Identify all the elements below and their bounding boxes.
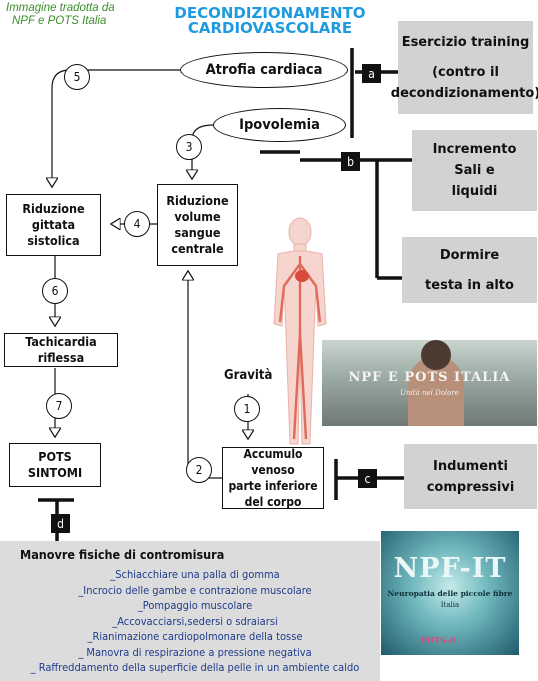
node-riduzione-volume: Riduzione volume sangue centrale [157,184,238,266]
npf-pots-italia-photo: NPF E POTS ITALIA Unità nel Dolore [322,340,537,426]
logo-subtitle-1: Neuropatia delle piccole fibre [387,589,513,598]
intervention-dormire: Dormire testa in alto [402,237,537,303]
node-ipovolemia-label: Ipovolemia [239,117,320,133]
step-3-marker: 3 [176,134,202,160]
tachicardia-label: Tachicardia riflessa [25,334,97,365]
volume-line-3: sangue [174,225,221,240]
intervention-indumenti: Indumenti compressivi [404,444,537,509]
step-5-marker: 5 [64,64,90,90]
photo-figure-head [421,340,451,370]
photo-subtitle: Unità nel Dolore [400,389,459,397]
node-pots-sintomi: POTS SINTOMI [9,443,101,487]
gittata-line-3: sistolica [27,233,80,248]
intervention-esercizio: Esercizio training (contro il decondizio… [391,21,538,114]
title-line-1: DECONDIZIONAMENTO [174,4,366,22]
marker-b: b [341,152,360,171]
node-atrofia-cardiaca: Atrofia cardiaca [180,52,348,88]
dormire-line-2: testa in alto [425,277,514,293]
pots-line-1: POTS [38,449,72,464]
countermeasure-item: _Incrocio delle gambe e contrazione musc… [78,583,312,597]
marker-c: c [358,469,377,488]
countermeasure-item: _Rianimazione cardiopolmonare della toss… [87,630,303,643]
countermeasures-heading: Manovre fisiche di contromisura [20,547,225,562]
volume-line-1: Riduzione [166,193,229,208]
accumulo-line-2: parte inferiore [228,479,318,493]
step-7-marker: 7 [46,393,72,419]
countermeasure-item: _Accovacciarsi,sedersi o sdraiarsi [112,614,278,628]
indumenti-line-1: Indumenti [433,458,508,474]
logo-subtitle-2: Italia [440,601,460,609]
step-6-marker: 6 [42,278,68,304]
image-credit: Immagine tradotta da NPF e POTS Italia [6,2,115,28]
photo-title: NPF E POTS ITALIA [348,370,511,385]
gravity-label: Gravità [224,368,273,383]
intervention-sali-liquidi: Incremento Sali e liquidi [412,130,537,211]
countermeasure-item: _ Manovra di respirazione a pressione ne… [78,645,312,659]
title-line-2: CARDIOVASCOLARE [187,19,353,37]
arrow-2 [188,272,222,479]
credit-line-1: Immagine tradotta da [6,2,115,14]
npf-it-logo: NPF-IT Neuropatia delle piccole fibre It… [381,531,519,655]
step-4-marker: 4 [124,211,150,237]
countermeasures-panel: Manovre fisiche di contromisura _Schiacc… [0,541,380,681]
node-ipovolemia: Ipovolemia [213,108,346,142]
marker-a: a [362,64,381,83]
marker-d: d [51,514,70,533]
node-riduzione-gittata: Riduzione gittata sistolica [6,194,101,256]
credit-line-2: NPF e POTS Italia [12,15,107,27]
diagram-title: DECONDIZIONAMENTO CARDIOVASCOLARE [160,6,380,36]
esercizio-line-3: decondizionamento) [390,85,538,101]
step-1-marker: 1 [234,396,260,422]
esercizio-line-2: (contro il [432,64,499,80]
volume-line-4: centrale [171,241,224,256]
accumulo-line-3: del corpo [244,495,302,509]
sali-line-2: Sali e [454,163,495,178]
sali-line-3: liquidi [451,184,498,199]
indumenti-line-2: compressivi [426,479,515,495]
countermeasure-item: _Schiacchiare una palla di gomma [110,568,280,581]
logo-tag: POTS-it [421,635,457,645]
step-2-marker: 2 [186,457,212,483]
dormire-line-1: Dormire [439,247,500,263]
gittata-line-2: gittata [31,217,76,232]
volume-line-2: volume [174,209,221,224]
logo-title: NPF-IT [393,553,507,584]
node-accumulo-venoso: Accumulo venoso parte inferiore del corp… [222,447,324,509]
countermeasure-item: _ Raffreddamento della superficie della … [30,661,360,674]
node-tachicardia-riflessa: Tachicardia riflessa [4,333,118,367]
countermeasure-item: _Pompaggio muscolare [137,599,253,612]
accumulo-line-1: Accumulo venoso [243,447,303,477]
sali-line-1: Incremento [432,142,517,157]
node-atrofia-label: Atrofia cardiaca [205,62,323,78]
human-body-illustration [273,217,327,445]
esercizio-line-1: Esercizio training [401,34,530,50]
pots-line-2: SINTOMI [27,465,83,480]
gittata-line-1: Riduzione [22,201,85,216]
